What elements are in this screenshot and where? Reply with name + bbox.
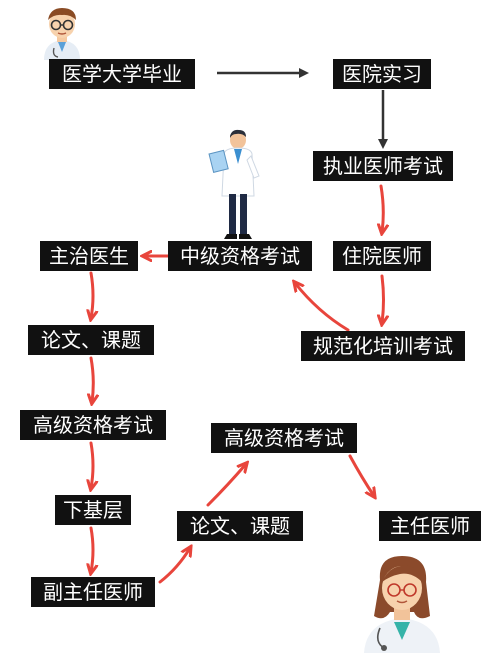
arrow-training-exam-to-intermediate: [295, 283, 350, 332]
arrow-thesis-to-senior-exam-2: [206, 464, 246, 507]
node-hospital-internship: 医院实习: [333, 59, 431, 89]
arrow-grassroots-to-associate-chief: [91, 526, 93, 572]
node-intermediate-exam: 中级资格考试: [168, 241, 312, 271]
arrow-practicing-exam-to-resident: [381, 184, 383, 232]
arrow-thesis-to-senior-exam: [91, 356, 93, 402]
node-thesis-research-2: 论文、课题: [177, 511, 303, 541]
node-grassroots: 下基层: [55, 495, 131, 525]
arrow-senior-exam-to-chief: [348, 454, 374, 496]
arrow-associate-chief-to-thesis: [158, 548, 190, 584]
node-practicing-exam: 执业医师考试: [313, 151, 453, 181]
male-doctor-avatar-icon: [44, 8, 80, 60]
arrow-attending-to-thesis: [91, 271, 93, 318]
node-standardized-training-exam: 规范化培训考试: [301, 331, 465, 361]
node-attending-doctor: 主治医生: [40, 241, 138, 271]
node-senior-exam-2: 高级资格考试: [211, 423, 357, 453]
arrow-senior-exam-to-grassroots: [91, 441, 93, 488]
node-thesis-research-1: 论文、课题: [28, 325, 154, 355]
node-senior-exam-1: 高级资格考试: [20, 410, 166, 440]
node-resident-doctor: 住院医师: [333, 241, 431, 271]
female-doctor-avatar-icon: [364, 556, 440, 653]
node-chief-doctor: 主任医师: [379, 511, 481, 541]
node-associate-chief: 副主任医师: [31, 577, 155, 607]
node-med-school-grad: 医学大学毕业: [49, 59, 195, 89]
arrow-resident-to-training-exam: [382, 274, 384, 323]
doctor-with-clipboard-icon: [208, 129, 260, 239]
